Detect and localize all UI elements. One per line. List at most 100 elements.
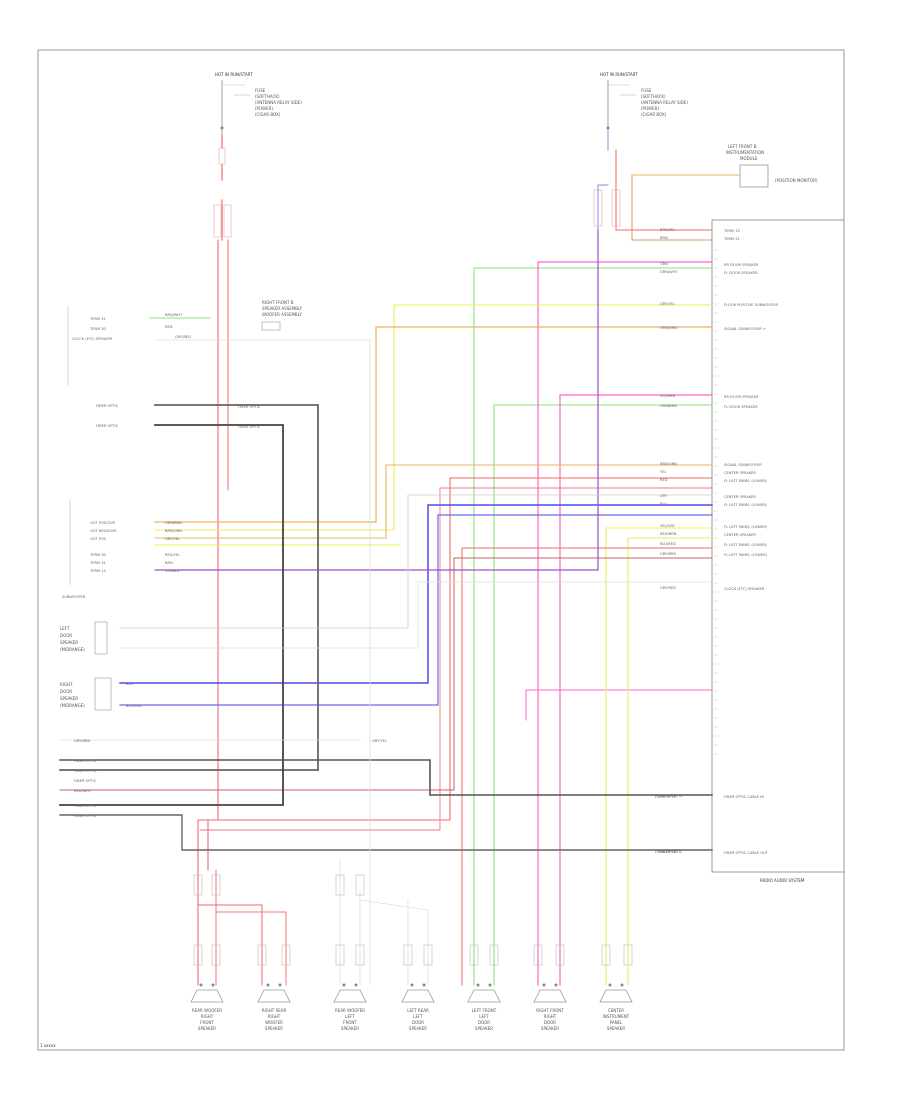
top-left-fuse-header: HOT IN RUN/START — [215, 72, 253, 77]
wire-green — [473, 267, 713, 986]
module-pin-wire: YEL — [660, 470, 666, 474]
module-pin-wire: GRY/BRN — [660, 552, 676, 556]
wire-label: BLU/RED — [126, 704, 142, 708]
top-right-fuse-header: HOT IN RUN/START — [600, 72, 638, 77]
right-block-side-label: (POSITION MONITOR) — [775, 178, 818, 183]
module-pin-wire: BRN/ORN — [660, 462, 677, 466]
right-block-title: LEFT FRONT B — [728, 144, 757, 149]
wires — [59, 134, 741, 986]
module-pin-label: CENTER SPEAKER — [724, 533, 756, 537]
speaker-label: DOOR — [544, 1020, 556, 1025]
component-label: SUBWOOFER — [62, 595, 86, 599]
subwoofer-pin-wire: GRY/YEL — [165, 537, 180, 541]
module-pin-label: FL LEFT PANEL (LOWER) — [724, 543, 768, 547]
module-pin-wire: VIO/BRN — [660, 394, 676, 398]
speaker-label: INSTRUMENT — [603, 1014, 630, 1019]
module-pin-label: FIBER OPTIC CABLE IN — [724, 795, 764, 799]
subwoofer-pin-label: OUT POS — [90, 537, 107, 541]
speaker-terminal — [476, 983, 480, 987]
subwoofer-pin-wire: BRN/ORN — [165, 529, 182, 533]
wire-red — [199, 487, 713, 831]
speaker-terminal — [342, 983, 346, 987]
wire-label: BLU — [126, 682, 133, 686]
module-pin-label: CLOCK (ETC) SPEAKER — [724, 587, 765, 591]
wire-yellow — [605, 527, 713, 986]
module-pin-wire: BLU/RED — [660, 542, 676, 546]
bottom-left-labels: GRY/BRN FIBER OPTIC FIBER OPTIC FIBER OP… — [74, 739, 97, 818]
speaker-label: DOOR — [478, 1020, 490, 1025]
bottom-left-label: GRY/BRN — [74, 739, 90, 743]
component-label: (MIDRANGE) — [60, 703, 85, 708]
module-pin-wire: GRN/BRN — [660, 404, 677, 408]
speaker-label: LEFT REAR — [407, 1008, 429, 1013]
module-pin-wire: GRY — [660, 494, 668, 498]
wire-red — [615, 149, 713, 231]
wire-red — [215, 911, 287, 986]
wire-yellow — [627, 537, 713, 986]
module-pin-label: RR DOOR SPEAKER — [724, 395, 759, 399]
wire-blue — [119, 514, 713, 706]
speaker-label: LEFT — [345, 1014, 355, 1019]
wire-label: FIBER OPTIC — [655, 795, 678, 799]
speaker-label: REAR WOOFER — [335, 1008, 365, 1013]
left-pin-wire: GRY/RED — [175, 335, 191, 339]
bottom-left-label: FIBER OPTIC — [74, 804, 97, 808]
speaker-label: SPEAKER — [541, 1026, 559, 1031]
top-left-fuse-line: (ANTENNA RELAY SIDE) — [255, 100, 302, 105]
component-label: (MIDRANGE) — [60, 647, 85, 652]
speaker-terminal — [211, 983, 215, 987]
module-pin-label: CENTER SPEAKER — [724, 495, 756, 499]
wire-gray — [359, 899, 429, 911]
wire-yellow — [154, 304, 713, 531]
top-left-fuse-line: (POWER) — [255, 106, 273, 111]
speaker-terminal — [488, 983, 492, 987]
module-pin-label: SIGNAL SUBWOOFER + — [724, 327, 766, 331]
left-component-1: RIGHT FRONT B SPEAKER ASSEMBLY WOOFER AS… — [261, 300, 303, 331]
speaker-label: CENTER — [608, 1008, 624, 1013]
left-pin-label: CLOCK (ETC) SPEAKER — [72, 337, 113, 341]
module-pin-label: FL LEFT PANEL (LOWER) — [724, 553, 768, 557]
speaker-label: LEFT — [413, 1014, 423, 1019]
speaker-label: REAR WOOFER — [192, 1008, 222, 1013]
module-pin-label: FLOOR POSITIVE SUBWOOFER — [724, 303, 778, 307]
subwoofer-pin-label: TERM 31 — [89, 561, 106, 565]
wire-pink — [537, 261, 713, 986]
wire-fiber — [59, 759, 713, 796]
speaker-label: LEFT — [479, 1014, 489, 1019]
component-label: DOOR — [60, 689, 72, 694]
wire-red — [197, 239, 219, 871]
bottom-left-label: FIBER OPTIC — [74, 814, 97, 818]
speaker-label: DOOR — [412, 1020, 424, 1025]
subwoofer-pin-label: OUT POSITIVE — [90, 521, 116, 525]
top-right-fuse-line: (CIGAR BOX) — [641, 112, 667, 117]
speaker-label: SPEAKER — [341, 1026, 359, 1031]
wire-red — [197, 904, 263, 986]
speaker-icon — [257, 989, 291, 1003]
component-label: DOOR — [60, 633, 72, 638]
bottom-left-label: FIBER OPTIC — [74, 759, 97, 763]
module-pin-wire: GRY/YEL — [660, 302, 675, 306]
wire-green — [493, 404, 713, 986]
module-pin-wire: YEL/GRY — [660, 524, 676, 528]
module-pin-wire: GRN — [660, 262, 668, 266]
wire-label: GRY/YEL — [372, 739, 387, 743]
module-pin-wire: ORN/BRN — [660, 326, 677, 330]
module-pin-label: FL LEFT PANEL (LOWER) — [724, 525, 768, 529]
speaker-terminal — [542, 983, 546, 987]
speaker-label: SPEAKER — [409, 1026, 427, 1031]
speaker-label: RIGHT FRONT — [536, 1008, 564, 1013]
module-pin-label: TERM 15 — [723, 229, 740, 233]
subwoofer-pin-label: TERM 30 — [89, 553, 106, 557]
wire-red — [207, 477, 713, 871]
module-pin-wire: RED — [660, 478, 668, 482]
speaker-label: SPEAKER — [198, 1026, 216, 1031]
left-pin-wire: RED — [165, 325, 173, 329]
right-block: LEFT FRONT B INSTRUMENTATION MODULE (POS… — [726, 144, 818, 188]
speaker-label: RIGHT REAR — [262, 1008, 287, 1013]
module-pin-wire: GRY/RED — [660, 586, 676, 590]
